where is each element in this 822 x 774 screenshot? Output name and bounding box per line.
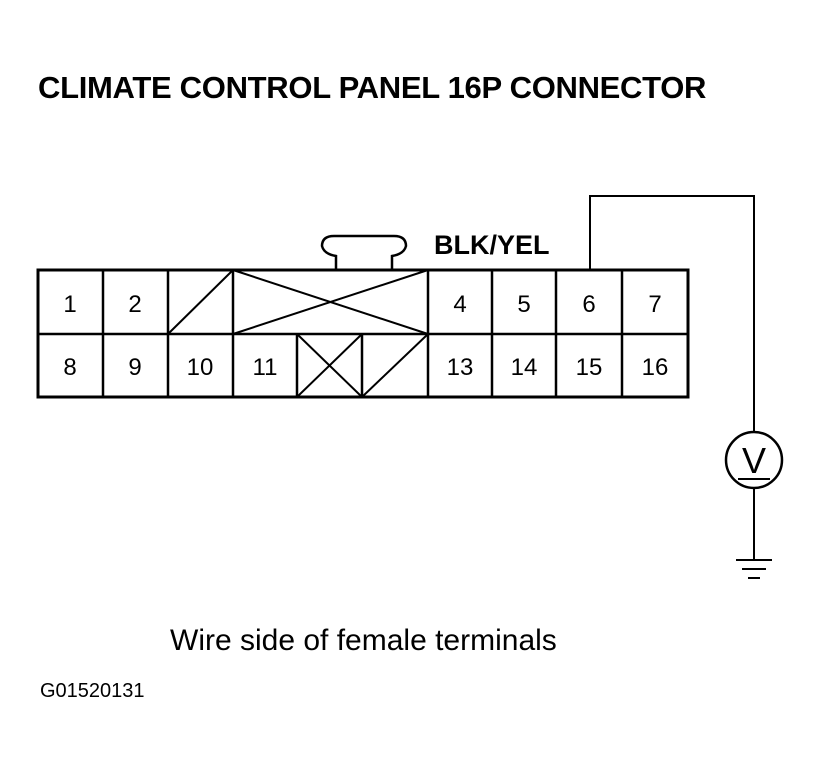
pin-label: 10 <box>187 354 214 381</box>
top-row-dividers <box>101 270 624 334</box>
unused-cavity-slash-top <box>167 269 234 335</box>
diagram-caption: Wire side of female terminals <box>170 624 557 657</box>
pin-label: 7 <box>648 291 661 318</box>
pin-label: 13 <box>447 354 474 381</box>
voltmeter-icon: V <box>724 430 784 490</box>
voltmeter-symbol: V <box>742 440 766 481</box>
ground-icon <box>736 559 772 579</box>
probe-wire <box>589 195 755 435</box>
bottom-row-dividers <box>101 334 624 397</box>
pin-label: 5 <box>517 291 530 318</box>
pin-label: 14 <box>511 354 538 381</box>
pin-label: 4 <box>453 291 466 318</box>
pin-label: 15 <box>576 354 603 381</box>
pin-label: 16 <box>642 354 669 381</box>
pin-label: 2 <box>128 291 141 318</box>
unused-cavity-cross-bottom <box>296 333 363 398</box>
figure-id: G01520131 <box>40 680 145 702</box>
wire-color-label: BLK/YEL <box>434 230 550 260</box>
unused-cavity-cross-top <box>232 269 429 335</box>
diagram-title: CLIMATE CONTROL PANEL 16P CONNECTOR <box>38 70 707 105</box>
pin-label: 9 <box>128 354 141 381</box>
pin-label: 1 <box>63 291 76 318</box>
pin-label: 8 <box>63 354 76 381</box>
connector-lock-tab <box>320 234 408 270</box>
unused-cavity-slash-bottom <box>361 333 429 398</box>
pin-label: 6 <box>582 291 595 318</box>
pin-label: 11 <box>253 354 278 381</box>
